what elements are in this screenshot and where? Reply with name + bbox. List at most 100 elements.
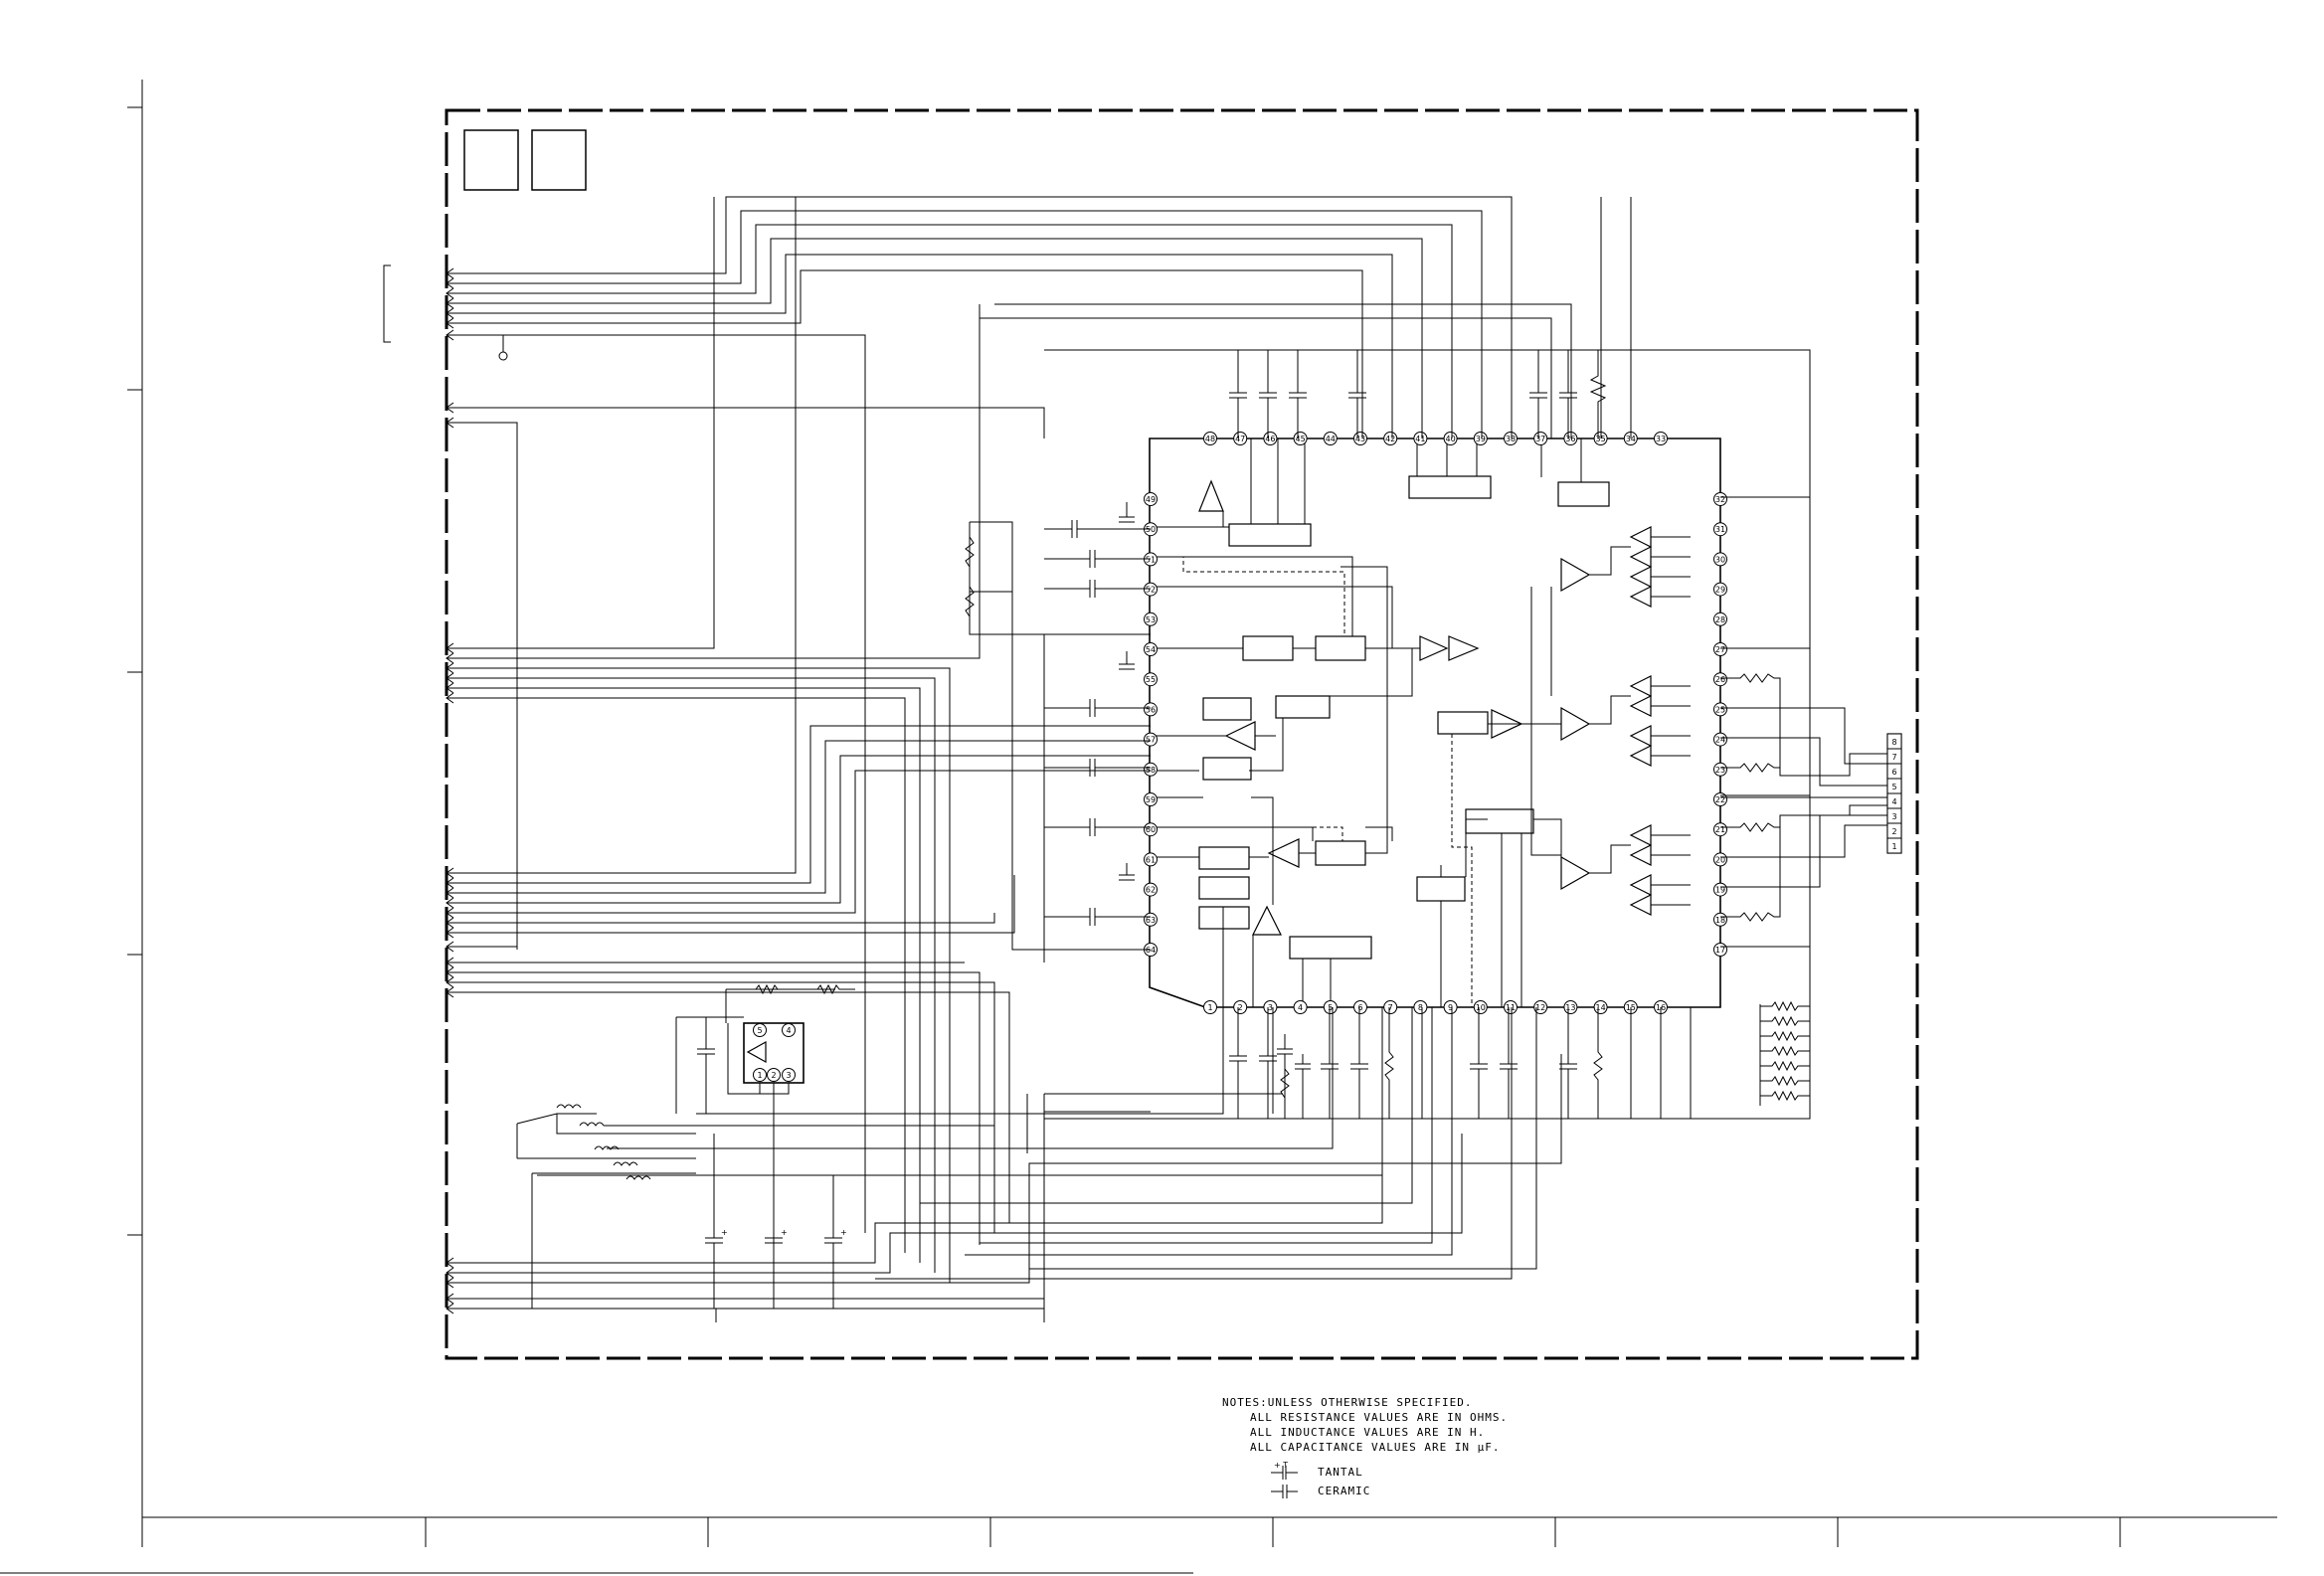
- tantal-capacitors: + + +: [705, 1134, 847, 1309]
- sub-ic-pin-4: 4: [782, 1023, 796, 1037]
- sub-ic-pin-5: 5: [753, 1023, 767, 1037]
- ic-pin-61: 61: [1144, 852, 1158, 867]
- ic-pin-17-label: 17: [1715, 946, 1725, 955]
- ic-pin-7: 7: [1383, 1000, 1398, 1014]
- ic-pin-58-label: 58: [1146, 766, 1156, 775]
- ic-internal-amplifiers: [1198, 479, 1652, 936]
- ic-pin-54: 54: [1144, 642, 1158, 656]
- sub-ic-pin-2-label: 2: [771, 1071, 776, 1080]
- ic-pin-29: 29: [1713, 582, 1727, 597]
- ic-pin-9-label: 9: [1448, 1003, 1453, 1012]
- output-network: [1720, 496, 1887, 1106]
- ic-internal-wiring: [1151, 438, 1691, 1007]
- tantal-label: TANTAL: [1318, 1466, 1363, 1479]
- ic-pin-56-label: 56: [1146, 705, 1156, 714]
- ic-pin-21: 21: [1713, 822, 1727, 837]
- notes-line-3: ALL INDUCTANCE VALUES ARE IN H.: [1250, 1426, 1485, 1439]
- routing-wires: [447, 196, 1811, 1322]
- ic-pin-59: 59: [1144, 792, 1158, 806]
- ic-pin-13: 13: [1563, 1000, 1578, 1014]
- ic-pin-3: 3: [1263, 1000, 1278, 1014]
- ic-pin-12-label: 12: [1535, 1003, 1545, 1012]
- tantal-symbol-icon: + T: [1271, 1461, 1298, 1480]
- ic-pin-43-label: 43: [1355, 435, 1365, 443]
- ic-pin-47: 47: [1233, 432, 1248, 445]
- ic-pin-46-label: 46: [1265, 435, 1275, 443]
- ic-pin-38: 38: [1504, 432, 1518, 445]
- ic-pin-5: 5: [1323, 1000, 1338, 1014]
- ic-pin-44: 44: [1323, 432, 1338, 445]
- test-point: [498, 335, 508, 361]
- ic-pin-6: 6: [1353, 1000, 1367, 1014]
- ic-pin-33-label: 33: [1656, 435, 1666, 443]
- tantal-symbol-marks: + T: [1274, 1461, 1288, 1470]
- ic-pin-27-label: 27: [1715, 645, 1725, 654]
- ic-pin-53-label: 53: [1146, 615, 1156, 624]
- ic-pin-29-label: 29: [1715, 586, 1725, 595]
- ic-pin-11: 11: [1504, 1000, 1518, 1014]
- ic-pin-36-label: 36: [1565, 435, 1575, 443]
- ic-pin-26-label: 26: [1715, 675, 1725, 684]
- ic-pin-36: 36: [1563, 432, 1578, 445]
- ic-pin-24: 24: [1713, 732, 1727, 747]
- ic-pin-60-label: 60: [1146, 825, 1156, 834]
- ic-pin-2-label: 2: [1238, 1003, 1243, 1012]
- ic-pin-10: 10: [1473, 1000, 1488, 1014]
- input-bracket: [383, 264, 391, 343]
- ic-pin-2: 2: [1233, 1000, 1248, 1014]
- ic-pin-31: 31: [1713, 522, 1727, 537]
- ic-pin-49-label: 49: [1146, 495, 1156, 504]
- ic-pin-45-label: 45: [1296, 435, 1306, 443]
- ic-pin-55-label: 55: [1146, 675, 1156, 684]
- ic-pin-24-label: 24: [1715, 736, 1725, 745]
- ic-pin-11-label: 11: [1506, 1003, 1516, 1012]
- ic-pin-28: 28: [1713, 612, 1727, 626]
- ic-pin-53: 53: [1144, 612, 1158, 626]
- corner-box-1: [463, 129, 519, 191]
- ic-pin-22-label: 22: [1715, 795, 1725, 804]
- notes-line-2: ALL RESISTANCE VALUES ARE IN OHMS.: [1250, 1411, 1508, 1424]
- ic-pin-25-label: 25: [1715, 705, 1725, 714]
- ceramic-label: CERAMIC: [1318, 1485, 1370, 1497]
- page-frame: [0, 80, 2277, 1574]
- ic-pin-6-label: 6: [1357, 1003, 1362, 1012]
- ic-pin-49: 49: [1144, 492, 1158, 506]
- ic-pin-42-label: 42: [1385, 435, 1395, 443]
- ic-pin-63: 63: [1144, 912, 1158, 927]
- ic-pin-54-label: 54: [1146, 645, 1156, 654]
- ic-pin-59-label: 59: [1146, 795, 1156, 804]
- ic-pin-30-label: 30: [1715, 555, 1725, 564]
- connector-pin-7: 7: [1891, 753, 1896, 762]
- sub-ic-pin-1: 1: [753, 1068, 767, 1082]
- ic-pin-61-label: 61: [1146, 855, 1156, 864]
- ic-pin-58: 58: [1144, 762, 1158, 777]
- ic-pin-22: 22: [1713, 792, 1727, 806]
- connector-pin-3: 3: [1891, 812, 1896, 821]
- ic-pin-7-label: 7: [1388, 1003, 1393, 1012]
- ic-pin-1-label: 1: [1207, 1003, 1212, 1012]
- connector-pin-2: 2: [1891, 827, 1896, 836]
- ic-pin-38-label: 38: [1506, 435, 1516, 443]
- ic-pin-14: 14: [1593, 1000, 1608, 1014]
- svg-text:+: +: [840, 1228, 847, 1237]
- sub-ic-pin-2: 2: [767, 1068, 781, 1082]
- ic-pin-28-label: 28: [1715, 615, 1725, 624]
- bottom-passives: [1229, 1007, 1692, 1119]
- ic-internal-blocks: [1198, 475, 1610, 960]
- ic-pin-43: 43: [1353, 432, 1367, 445]
- ic-pin-18-label: 18: [1715, 916, 1725, 925]
- ic-pin-34-label: 34: [1626, 435, 1636, 443]
- inductor-network: [516, 1104, 994, 1309]
- ic-pin-3-label: 3: [1268, 1003, 1273, 1012]
- ic-pin-46: 46: [1263, 432, 1278, 445]
- ic-pin-21-label: 21: [1715, 825, 1725, 834]
- ic-pin-51-label: 51: [1146, 555, 1156, 564]
- left-passives: [965, 502, 1151, 926]
- ic-pin-20-label: 20: [1715, 855, 1725, 864]
- ic-pin-52: 52: [1144, 582, 1158, 597]
- sub-ic-pin-3-label: 3: [786, 1071, 791, 1080]
- ic-pin-39: 39: [1473, 432, 1488, 445]
- sub-ic-pin-1-label: 1: [757, 1071, 762, 1080]
